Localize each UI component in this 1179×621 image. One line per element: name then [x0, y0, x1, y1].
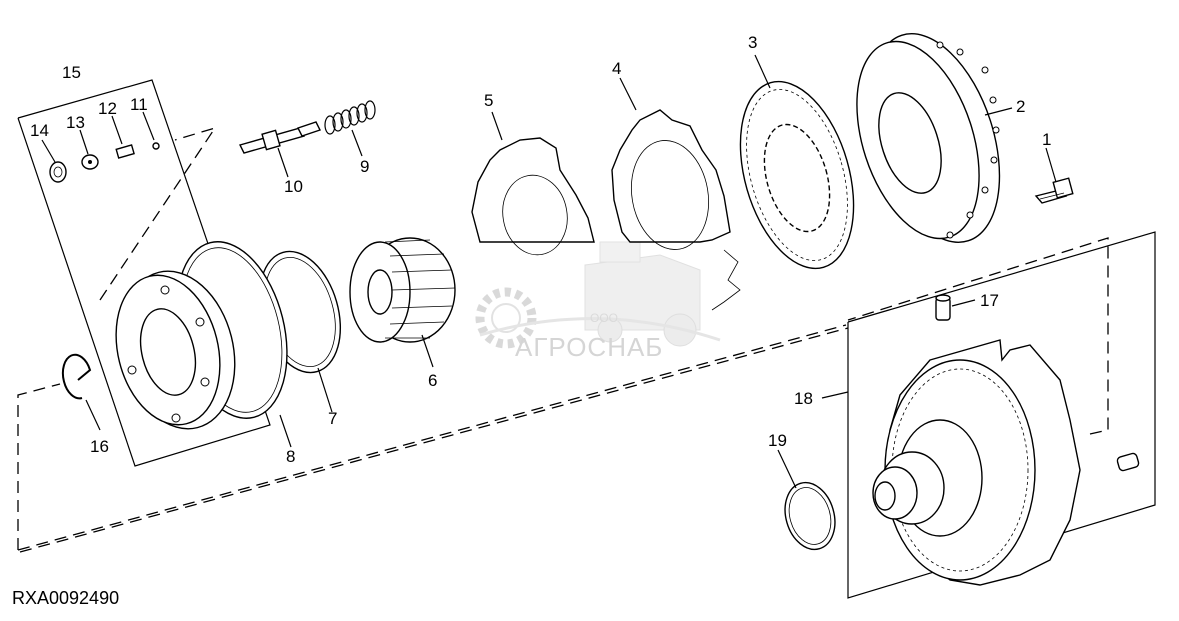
part-9-spring: [324, 100, 376, 135]
watermark-prefix: ООО: [590, 311, 618, 325]
callout-1: 1: [1042, 130, 1051, 149]
part-3-friction-disc: [739, 80, 855, 270]
callout-4: 4: [612, 59, 621, 78]
part-16-snap-ring: [61, 353, 92, 400]
callout-12: 12: [98, 99, 117, 118]
watermark-gear-icon: [475, 287, 537, 349]
callout-14: 14: [30, 121, 49, 140]
part-12-plug: [115, 144, 135, 159]
part-17-dowel-pin: [935, 294, 951, 321]
part-18-clutch-drum: [872, 339, 1081, 586]
part-13-washer: [81, 154, 99, 170]
part-14-seal-washer: [49, 161, 67, 183]
callout-7: 7: [328, 409, 337, 428]
callout-13: 13: [66, 113, 85, 132]
watermark-harvester-icon: [584, 241, 701, 347]
callout-10: 10: [284, 177, 303, 196]
callout-5: 5: [484, 91, 493, 110]
callout-19: 19: [768, 431, 787, 450]
callout-15: 15: [62, 63, 81, 82]
callout-labels: 1 2 3 4 5 6 7 8 9 10 11 12 13 14 15 16 1…: [30, 33, 1051, 466]
assembly-guide-lines: [17, 237, 1109, 553]
group-15-frame: [17, 79, 271, 467]
part-6-gear-hub: [349, 237, 456, 343]
callout-17: 17: [980, 291, 999, 310]
callout-6: 6: [428, 371, 437, 390]
part-19-ring: [784, 481, 836, 551]
callout-2: 2: [1016, 97, 1025, 116]
figure-code: RXA0092490: [12, 588, 119, 608]
group-18-frame: [847, 231, 1156, 599]
part-1-bolt: [1034, 177, 1074, 204]
callout-16: 16: [90, 437, 109, 456]
part-11-ball: [152, 142, 160, 150]
part-4-separator-plate: [611, 109, 741, 311]
leader-lines: [41, 54, 1057, 489]
watermark-company: АГРОСНАБ: [515, 332, 663, 362]
piston-assembly: [115, 270, 236, 430]
part-17-dowel-pin-alt: [1116, 452, 1140, 472]
callout-18: 18: [794, 389, 813, 408]
part-2-housing: [856, 33, 1001, 243]
part-5-plate: [471, 137, 595, 256]
callout-11: 11: [130, 95, 148, 114]
callout-3: 3: [748, 33, 757, 52]
callout-8: 8: [286, 447, 295, 466]
part-10-pin: [238, 121, 321, 154]
watermark: ООО АГРОСНАБ: [475, 241, 721, 362]
callout-9: 9: [360, 157, 369, 176]
